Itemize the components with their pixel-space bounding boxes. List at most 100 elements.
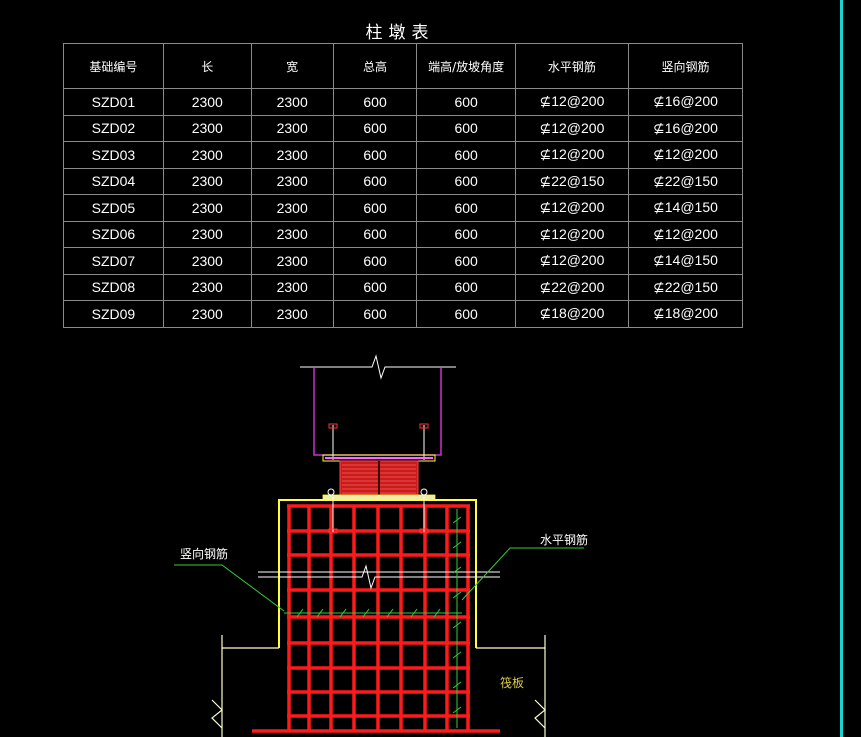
table-cell: 600 <box>416 167 516 195</box>
table-cell: SZD04 <box>63 167 164 195</box>
table-cell: ⊈14@150 <box>627 194 744 222</box>
slab-outline <box>211 635 546 737</box>
pier-outline <box>278 499 477 648</box>
table-cell: ⊈16@200 <box>627 88 744 116</box>
rebar-tick <box>452 681 462 689</box>
table-cell: ⊈18@200 <box>627 300 744 328</box>
rebar-tick <box>316 608 324 618</box>
header-cell: 总高 <box>332 43 418 89</box>
table-cell: 2300 <box>250 141 334 169</box>
leader-lines <box>174 509 584 728</box>
header-cell: 竖向钢筋 <box>627 43 744 89</box>
table-cell: SZD03 <box>63 141 164 169</box>
rebar-tick <box>452 516 462 524</box>
header-cell: 基础编号 <box>63 43 164 89</box>
table-cell: 2300 <box>250 220 334 248</box>
rebar-tick <box>296 608 304 618</box>
table-cell: ⊈12@200 <box>514 114 629 142</box>
table-cell: ⊈22@150 <box>514 167 629 195</box>
table-cell: 600 <box>416 88 516 116</box>
top-plate <box>322 454 436 462</box>
table-cell: ⊈22@200 <box>514 273 629 301</box>
table-cell: SZD07 <box>63 247 164 275</box>
table-cell: 600 <box>332 88 418 116</box>
table-cell: ⊈12@200 <box>514 194 629 222</box>
table-cell: 2300 <box>162 220 252 248</box>
table-cell: 600 <box>332 114 418 142</box>
rebar-tick <box>452 651 462 659</box>
table-cell: 2300 <box>250 300 334 328</box>
rebar-tick <box>452 541 462 549</box>
anchor-bolts-pier <box>328 497 429 534</box>
header-cell: 长 <box>162 43 252 89</box>
rebar-tick <box>362 608 370 618</box>
table-cell: 2300 <box>162 114 252 142</box>
table-cell: 2300 <box>250 114 334 142</box>
table-cell: 2300 <box>162 141 252 169</box>
rebar-tick <box>452 566 462 574</box>
table-cell: 600 <box>416 114 516 142</box>
table-cell: 2300 <box>250 167 334 195</box>
table-cell: ⊈16@200 <box>627 114 744 142</box>
table-cell: ⊈22@150 <box>627 167 744 195</box>
table-cell: 2300 <box>162 167 252 195</box>
table-cell: 600 <box>416 300 516 328</box>
table-cell: ⊈12@200 <box>627 220 744 248</box>
rebar-cage <box>252 504 500 733</box>
table-cell: ⊈22@150 <box>627 273 744 301</box>
table-cell: SZD06 <box>63 220 164 248</box>
table-cell: 600 <box>416 220 516 248</box>
rebar-tick <box>452 621 462 629</box>
table-cell: 600 <box>416 273 516 301</box>
table-cell: 600 <box>332 167 418 195</box>
rebar-tick <box>410 608 418 618</box>
table-cell: 2300 <box>162 300 252 328</box>
header-cell: 端高/放坡角度 <box>416 43 516 89</box>
table-cell: 2300 <box>250 247 334 275</box>
table-cell: 600 <box>332 300 418 328</box>
label-slab: 筏板 <box>500 676 525 690</box>
table-cell: ⊈12@200 <box>514 247 629 275</box>
table-title: 柱墩表 <box>365 23 435 43</box>
rebar-tick <box>452 591 462 599</box>
label-horizontal-rebar: 水平钢筋 <box>540 533 589 547</box>
table-cell: ⊈12@200 <box>514 220 629 248</box>
table-cell: 600 <box>416 194 516 222</box>
table-cell: ⊈14@150 <box>627 247 744 275</box>
table-cell: 2300 <box>162 194 252 222</box>
table-cell: ⊈12@200 <box>514 141 629 169</box>
table-cell: 600 <box>332 194 418 222</box>
break-line-top <box>300 354 456 380</box>
anchor-bolts-top <box>328 423 429 460</box>
label-vertical-rebar: 竖向钢筋 <box>180 547 229 561</box>
table-cell: 2300 <box>250 88 334 116</box>
rebar-tick <box>339 608 347 618</box>
table-cell: SZD02 <box>63 114 164 142</box>
table-cell: SZD05 <box>63 194 164 222</box>
isolation-bearing <box>339 460 419 496</box>
rebar-tick <box>433 608 441 618</box>
table-header-row: 基础编号 长 宽 总高 端高/放坡角度 水平钢筋 竖向钢筋 <box>63 43 744 89</box>
table-cell: 2300 <box>250 194 334 222</box>
table-cell: 600 <box>416 141 516 169</box>
header-cell: 水平钢筋 <box>514 43 629 89</box>
rebar-tick <box>386 608 394 618</box>
table-cell: 600 <box>332 247 418 275</box>
table-cell: SZD09 <box>63 300 164 328</box>
table-cell: 600 <box>332 273 418 301</box>
table-cell: 2300 <box>162 247 252 275</box>
table-cell: 600 <box>416 247 516 275</box>
table-cell: ⊈12@200 <box>627 141 744 169</box>
header-cell: 宽 <box>250 43 334 89</box>
table-cell: 2300 <box>250 273 334 301</box>
canvas-edge-line <box>840 0 843 737</box>
